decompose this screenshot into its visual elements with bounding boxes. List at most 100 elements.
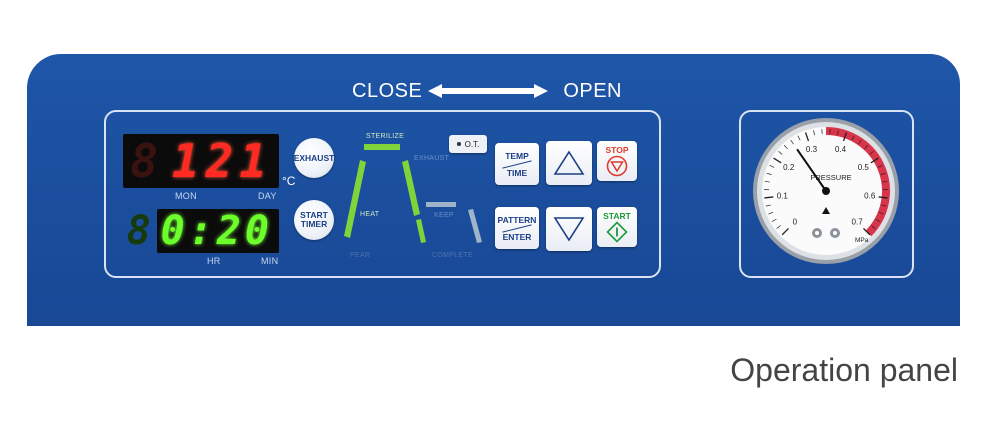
gauge-minor-tick (871, 225, 876, 229)
exhaust-button[interactable]: EXHAUST (294, 138, 334, 178)
close-open-indicator: CLOSE OPEN (352, 80, 622, 104)
start-timer-button[interactable]: START TIMER (294, 200, 334, 240)
hr-label: HR (207, 256, 221, 266)
temperature-value: 121 (171, 134, 273, 188)
ot-led-icon (456, 142, 461, 146)
gauge-pivot (822, 187, 830, 195)
gauge-minor-tick (771, 218, 777, 222)
gauge-major-tick (773, 157, 782, 164)
start-timer-label-line2: TIMER (300, 219, 328, 229)
heat-segment (344, 160, 366, 238)
gauge-red-zone (825, 127, 890, 237)
time-ghost-digit: 8 (126, 208, 155, 254)
gauge-tick-label: 0.3 (806, 145, 818, 154)
gauge-minor-tick (881, 204, 887, 207)
gauge-minor-tick (875, 218, 881, 222)
gauge-triangle-icon (822, 207, 830, 214)
temp-time-button[interactable]: TEMP TIME (495, 143, 539, 185)
time-value: 0:20 (160, 208, 273, 254)
ot-indicator: O.T. (449, 135, 487, 153)
gauge-minor-tick (769, 165, 775, 168)
gauge-tick-label: 0.4 (835, 145, 847, 154)
gauge-title: PRESSURE (810, 173, 851, 182)
gauge-frame (739, 110, 914, 278)
gauge-major-tick (781, 228, 789, 236)
gauge-major-tick (804, 132, 810, 142)
gauge-minor-tick (797, 135, 801, 141)
gauge-tick-label: 0.5 (858, 163, 870, 172)
stop-label: STOP (605, 145, 629, 155)
gauge-tick-label: 0.1 (777, 191, 789, 200)
gauge-minor-tick (764, 180, 770, 183)
stop-button[interactable]: STOP (597, 141, 637, 181)
start-icon (606, 221, 628, 243)
pattern-enter-button[interactable]: PATTERN ENTER (495, 207, 539, 249)
gauge-minor-tick (778, 150, 783, 155)
exhaust-button-label: EXHAUST (293, 152, 335, 163)
caption: Operation panel (730, 352, 958, 388)
down-triangle-icon (553, 217, 585, 242)
start-button[interactable]: START (597, 207, 637, 247)
gauge-minor-tick (837, 130, 839, 136)
gauge-tick-label: 0.6 (864, 191, 876, 200)
close-label: CLOSE (352, 80, 423, 102)
time-label: TIME (506, 167, 528, 178)
up-triangle-icon (553, 150, 585, 175)
temperature-unit: °C (282, 174, 296, 188)
complete-segment (468, 209, 482, 243)
gauge-major-tick (842, 132, 848, 142)
gauge-minor-tick (882, 180, 888, 183)
start-timer-label-line1: START (300, 210, 328, 221)
gauge-major-tick (870, 157, 879, 164)
gauge-ticks (764, 129, 888, 236)
gauge-minor-tick (880, 172, 886, 175)
gauge-minor-tick (877, 165, 883, 168)
temperature-display: 8 121 (123, 134, 279, 188)
gauge-unit: MPa (855, 237, 869, 244)
min-label: MIN (261, 256, 279, 266)
gauge-tick-label: 0.2 (783, 163, 795, 172)
mon-label: MON (175, 191, 197, 201)
gauge-tick-label: 0.7 (852, 218, 864, 227)
up-button[interactable] (546, 141, 592, 185)
gauge-minor-tick (851, 135, 855, 141)
start-label: START (603, 211, 631, 221)
time-display: 8 0:20 (127, 208, 279, 254)
gauge-minor-tick (776, 225, 781, 229)
pattern-label: PATTERN (497, 214, 537, 225)
gauge-minor-tick (878, 211, 884, 215)
gauge-minor-tick (869, 150, 874, 155)
gauge-minor-tick (813, 130, 815, 136)
gauge-minor-tick (783, 145, 788, 150)
exhaust-segment (402, 160, 420, 216)
gauge-major-tick (764, 196, 774, 199)
gauge-numbers: 0 0.1 0.2 0.3 0.4 0.5 0.6 0.7 (777, 145, 876, 227)
keep-label: KEEP (434, 212, 454, 219)
gauge-tick-label: 0 (793, 218, 798, 227)
complete-label: COMPLETE (432, 252, 473, 259)
gauge-minor-tick (766, 172, 772, 175)
down-button[interactable] (546, 207, 592, 251)
exhaust-lower-segment (416, 219, 426, 243)
day-label: DAY (258, 191, 277, 201)
gauge-major-tick (878, 196, 888, 199)
gauge-minor-tick (768, 211, 774, 215)
double-arrow-icon (428, 84, 548, 98)
heat-label: HEAT (360, 211, 380, 218)
enter-label: ENTER (502, 231, 532, 242)
gauge-minor-tick (790, 139, 794, 145)
open-label: OPEN (563, 80, 622, 102)
exhaust-stage-label: EXHAUST (414, 155, 450, 162)
sterilize-segment (364, 144, 400, 150)
keep-segment (426, 202, 456, 207)
stop-icon (606, 155, 628, 177)
sterilize-label: STERILIZE (366, 133, 405, 140)
temperature-ghost-digit: 8 (130, 134, 164, 188)
cycle-indicator (344, 144, 482, 243)
temp-label: TEMP (505, 150, 529, 161)
pressure-gauge: 0 0.1 0.2 0.3 0.4 0.5 0.6 0.7 PRESSURE MPa (753, 118, 899, 264)
control-frame (104, 110, 661, 278)
gauge-minor-tick (765, 204, 771, 207)
gauge-major-tick (863, 228, 871, 236)
heat-bottom-label: PEAR (350, 252, 371, 259)
